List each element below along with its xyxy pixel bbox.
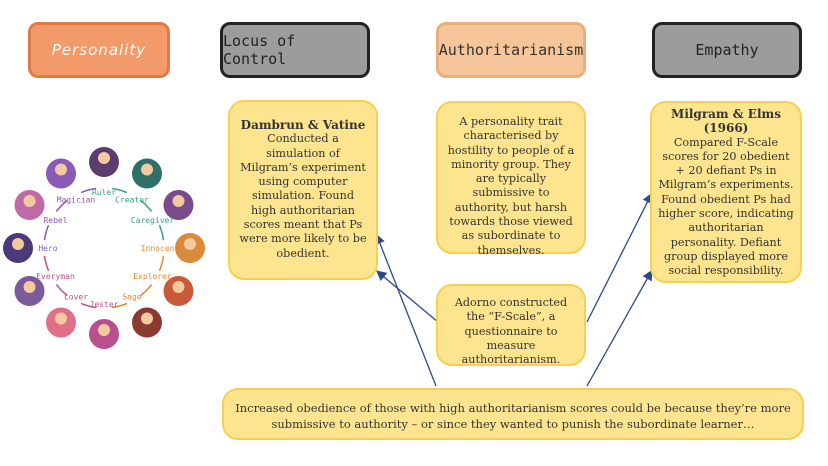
archetype-figure-icon: [14, 276, 45, 306]
archetype-figure-icon: [163, 190, 194, 220]
milgram-text: Compared F-Scale scores for 20 obedient …: [658, 135, 794, 278]
locus-of-control-header: Locus of Control: [220, 22, 370, 78]
archetype-label: Sage: [122, 292, 141, 301]
arrow-adorno-to-milgram: [586, 192, 653, 323]
conclusion-text: Increased obedience of those with high a…: [235, 401, 791, 431]
personality-header: Personality: [28, 22, 170, 78]
conclusion-box: Increased obedience of those with high a…: [222, 388, 804, 440]
wheel-arc: [158, 224, 165, 241]
wheel-arc: [111, 187, 128, 194]
archetype-figure-icon: [46, 307, 76, 338]
arrow-bottom-to-milgram: [586, 269, 653, 387]
archetype-label: Ruler: [92, 188, 116, 197]
archetype-label: Hero: [38, 244, 57, 253]
archetype-wheel: RulerCreatorCaregiverInnocentExplorerSag…: [3, 147, 205, 349]
authoritarianism-definition-box: A personality trait characterised by hos…: [436, 101, 586, 257]
archetype-label: Jester: [90, 300, 119, 309]
wheel-arc: [158, 255, 165, 272]
archetype-figure-icon: [163, 276, 194, 306]
wheel-arc: [55, 284, 68, 297]
archetype-label: Explorer: [133, 272, 172, 281]
wheel-arc: [80, 302, 97, 309]
wheel-arc: [80, 187, 97, 194]
archetype-label: Caregiver: [131, 216, 175, 225]
wheel-arc: [55, 199, 68, 212]
archetype-figure-icon: [132, 307, 162, 338]
dambrun-title: Dambrun & Vatine: [240, 118, 366, 132]
wheel-arc: [43, 255, 50, 272]
dambrun-vatine-box: Dambrun & Vatine Conducted a simulation …: [228, 100, 378, 280]
adorno-text: Adorno constructed the “F-Scale”, a ques…: [454, 296, 568, 367]
archetype-figure-icon: [14, 190, 45, 220]
archetype-label: Magician: [57, 196, 96, 205]
empathy-header: Empathy: [652, 22, 802, 78]
archetype-figure-icon: [89, 147, 119, 177]
archetype-figure-icon: [89, 319, 119, 349]
wheel-arc: [140, 199, 153, 212]
authoritarianism-header: Authoritarianism: [436, 22, 586, 78]
archetype-label: Creator: [115, 196, 149, 205]
milgram-title: Milgram & Elms (1966): [671, 107, 781, 136]
dambrun-text: Conducted a simulation of Milgram’s expe…: [239, 132, 367, 260]
archetype-label: Lover: [64, 292, 88, 301]
wheel-arc: [43, 224, 50, 241]
adorno-f-scale-box: Adorno constructed the “F-Scale”, a ques…: [436, 284, 586, 366]
archetype-label: Everyman: [36, 272, 75, 281]
arrow-adorno-to-dambrun: [376, 270, 439, 323]
arrow-bottom-to-dambrun: [375, 233, 437, 387]
archetype-figure-icon: [46, 158, 76, 189]
definition-text: A personality trait characterised by hos…: [447, 115, 575, 257]
archetype-label: Rebel: [43, 216, 67, 225]
wheel-arc: [111, 302, 128, 309]
archetype-figure-icon: [3, 233, 33, 263]
archetype-figure-icon: [132, 158, 162, 189]
archetype-figure-icon: [175, 233, 205, 263]
archetype-label: Innocent: [141, 244, 180, 253]
milgram-elms-box: Milgram & Elms (1966) Compared F-Scale s…: [650, 101, 802, 283]
wheel-arc: [140, 284, 153, 297]
